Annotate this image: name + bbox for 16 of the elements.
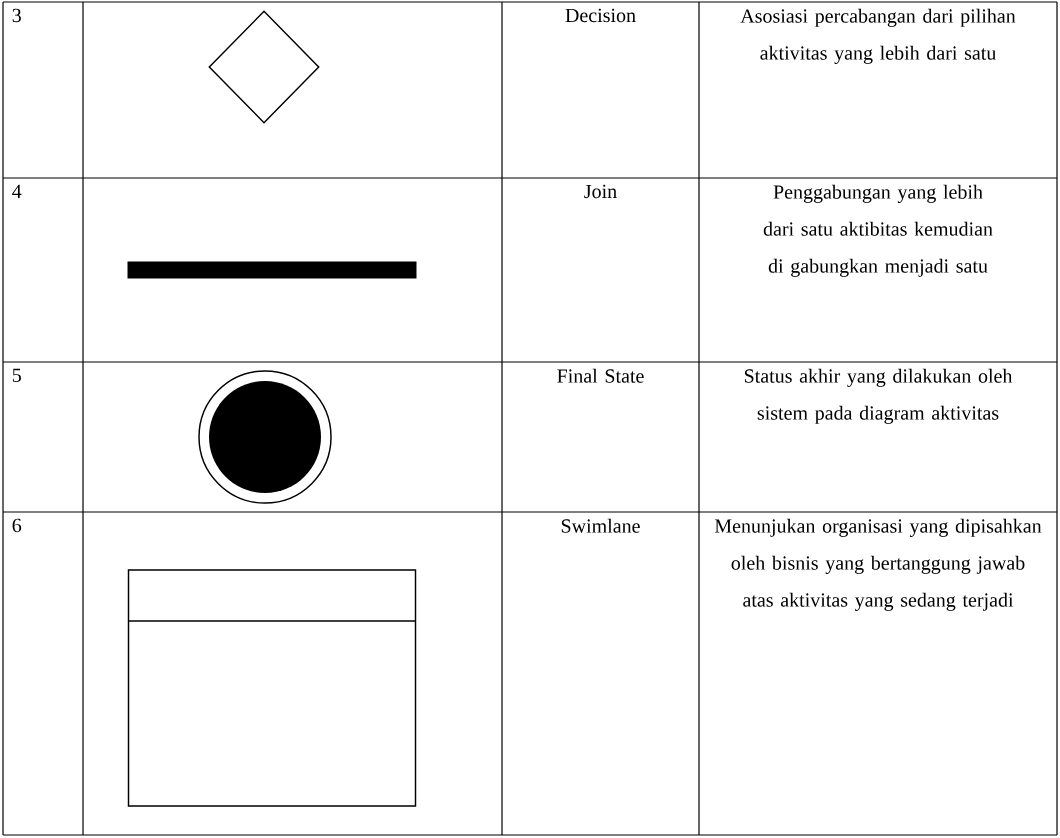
row-number: 6 [12,518,22,533]
description-text: Asosiasi percabangan dari pilihan aktivitas yang lebih dari satu [740,8,1016,64]
description-text: Menunjukan organisasi yang dipisahkan oleh bisnis yang bertanggung jawab atas aktivitas yang sedang terjadi [714,518,1042,611]
decision-diamond [208,10,320,124]
row-number: 5 [12,368,21,382]
row-number: 3 [12,8,21,23]
symbol-name: Join [584,184,617,199]
description-text: Penggabungan yang lebih dari satu aktibitas kemudian di gabungkan menjadi satu [763,184,993,277]
symbol-name: Decision [565,8,636,23]
row-number: 4 [12,184,22,198]
symbol-name: Final State [557,368,644,383]
swimlane-symbol [127,569,417,807]
join-bar [127,261,417,279]
description-text: Status akhir yang dilakukan oleh sistem pada diagram aktivitas [744,368,1013,424]
symbol-name: Swimlane [561,518,640,533]
final-state-symbol [198,370,332,504]
